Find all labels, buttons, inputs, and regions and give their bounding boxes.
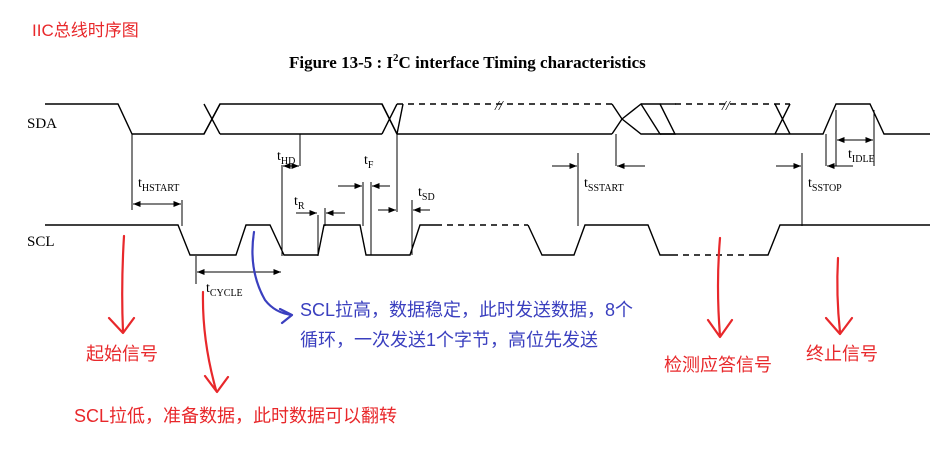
t-f-label: tF bbox=[364, 153, 374, 171]
figure-title: Figure 13-5 : I2C interface Timing chara… bbox=[289, 52, 646, 72]
start-signal-arrow bbox=[107, 234, 136, 335]
sda-waveform bbox=[45, 102, 930, 137]
scl-high-text-line2: 循环，一次发送1个字节，高位先发送 bbox=[300, 330, 598, 350]
t-sd-label: tSD bbox=[418, 185, 435, 203]
scl-label: SCL bbox=[27, 234, 55, 250]
sda-label: SDA bbox=[27, 116, 57, 132]
scl-high-arrow bbox=[251, 230, 294, 325]
t-r-label: tR bbox=[294, 194, 305, 212]
guide-lines bbox=[131, 110, 875, 284]
sda-break-mark-2: // bbox=[721, 99, 731, 114]
stop-signal-arrow bbox=[824, 256, 854, 336]
t-hstart-label: tHSTART bbox=[138, 176, 179, 194]
t-cycle-label: tCYCLE bbox=[206, 281, 243, 299]
t-sstop-label: tSSTOP bbox=[808, 176, 842, 194]
scl-waveform bbox=[45, 224, 930, 256]
timing-arrows bbox=[133, 136, 873, 276]
scl-low-arrow bbox=[201, 290, 230, 394]
t-idle-label: tIDLE bbox=[848, 147, 875, 165]
t-hd-label: tHD bbox=[277, 149, 295, 167]
note-title: IIC总线时序图 bbox=[32, 21, 139, 40]
scl-low-text: SCL拉低，准备数据，此时数据可以翻转 bbox=[74, 406, 397, 426]
ack-detect-text: 检测应答信号 bbox=[664, 355, 772, 375]
stop-signal-text: 终止信号 bbox=[806, 344, 878, 364]
ack-detect-arrow bbox=[706, 236, 734, 339]
scl-high-text-line1: SCL拉高，数据稳定，此时发送数据，8个 bbox=[300, 300, 633, 320]
t-sstart-label: tSSTART bbox=[584, 176, 624, 194]
start-signal-text: 起始信号 bbox=[86, 344, 158, 364]
sda-break-mark-1: // bbox=[494, 99, 504, 114]
